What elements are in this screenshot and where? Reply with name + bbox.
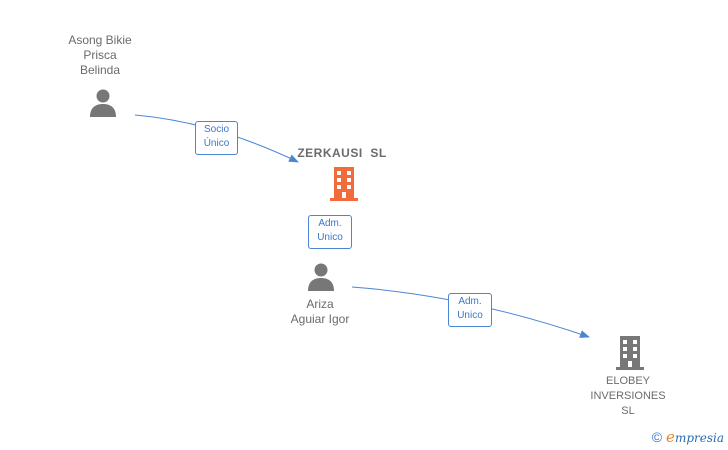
- edge-label-adm-unico-2[interactable]: Adm. Unico: [448, 293, 492, 327]
- edge-label-adm-unico-2-line-2: Unico: [457, 310, 483, 321]
- edge-label-adm-unico-1[interactable]: Adm. Unico: [308, 215, 352, 249]
- person-asong-label[interactable]: Asong Bikie Prisca Belinda: [50, 33, 150, 78]
- company-elobey-line-3: SL: [621, 405, 635, 417]
- person-ariza-line-2: Aguiar Igor: [290, 312, 350, 326]
- building-icon[interactable]: [614, 334, 646, 370]
- edge-label-socio-unico-line-1: Socio: [203, 124, 229, 135]
- edge-label-adm-unico-1-line-2: Unico: [317, 232, 343, 243]
- person-icon[interactable]: [306, 262, 336, 292]
- edge-label-adm-unico-1-line-1: Adm.: [318, 218, 342, 229]
- person-icon[interactable]: [88, 88, 118, 118]
- brand-logo: empresia: [666, 428, 724, 446]
- person-asong-line-3: Belinda: [79, 63, 121, 77]
- empresia-watermark: © empresia: [652, 428, 724, 446]
- building-icon[interactable]: [328, 165, 360, 201]
- edge-label-socio-unico-line-2: Único: [203, 138, 230, 149]
- brand-initial: e: [666, 428, 675, 446]
- person-ariza-line-1: Ariza: [306, 297, 334, 311]
- person-asong-line-1: Asong Bikie: [68, 33, 132, 47]
- person-asong-line-2: Prisca: [83, 48, 117, 62]
- copyright-icon: ©: [651, 429, 663, 445]
- company-zerkausi-name: ZERKAUSI SL: [297, 146, 387, 160]
- edge-label-socio-unico[interactable]: Socio Único: [195, 121, 238, 155]
- company-elobey-line-1: ELOBEY: [605, 375, 651, 387]
- brand-text: mpresia: [674, 431, 724, 445]
- company-elobey-line-2: INVERSIONES: [590, 390, 666, 402]
- person-ariza-label[interactable]: Ariza Aguiar Igor: [268, 297, 372, 327]
- company-zerkausi-label[interactable]: ZERKAUSI SL: [292, 146, 392, 161]
- edge-label-adm-unico-2-line-1: Adm.: [458, 296, 482, 307]
- company-elobey-label[interactable]: ELOBEY INVERSIONES SL: [578, 374, 678, 419]
